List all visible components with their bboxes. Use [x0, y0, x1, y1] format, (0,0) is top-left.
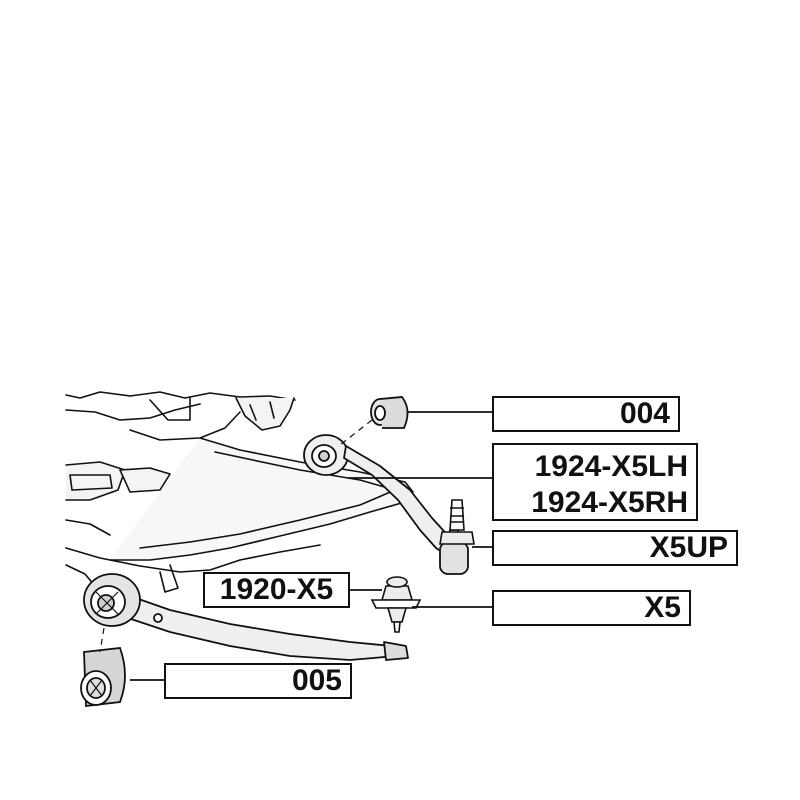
subframe-structure [65, 391, 414, 593]
label-x5-text: X5 [644, 591, 681, 624]
leader-lines [130, 411, 492, 681]
label-1924-x5rh-text: 1924-X5RH [531, 486, 688, 519]
label-x5: X5 [492, 590, 691, 626]
label-1924-x5: 1924-X5LH 1924-X5RH [492, 443, 698, 521]
label-005-text: 005 [291, 664, 342, 697]
label-004: 004 [492, 396, 680, 432]
label-1920-x5: 1920-X5 [203, 572, 350, 608]
label-005: 005 [164, 663, 352, 699]
label-x5up-text: X5UP [649, 531, 728, 564]
label-1924-x5lh-text: 1924-X5LH [534, 450, 688, 483]
ball-joint-x5 [370, 576, 422, 633]
label-x5up: X5UP [492, 530, 738, 566]
label-1920-x5-text: 1920-X5 [219, 573, 334, 606]
assembly-dash-lines [99, 419, 373, 653]
control-arm-lower [83, 573, 409, 661]
bushing-005 [80, 647, 126, 708]
ball-joint-x5up [439, 499, 475, 545]
bushing-004 [370, 396, 409, 429]
label-004-text: 004 [619, 397, 670, 430]
control-arm-upper [303, 434, 469, 575]
